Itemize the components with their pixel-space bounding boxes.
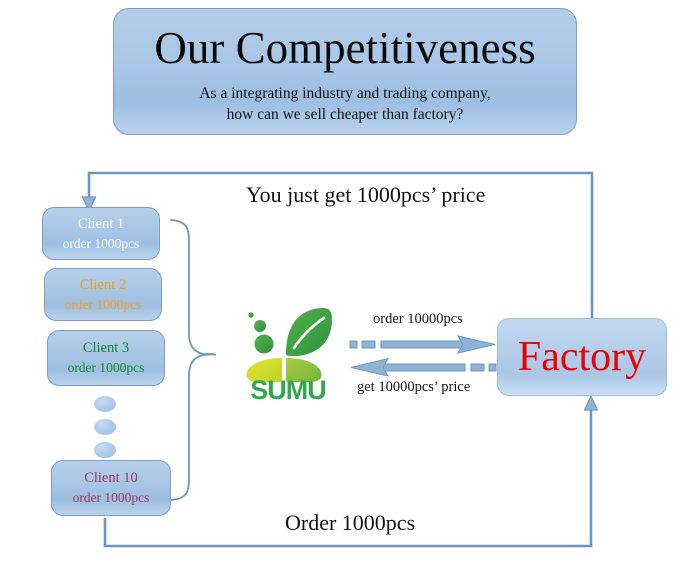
ellipsis-dot-1 (94, 396, 116, 412)
logo-bubble-medium (254, 320, 266, 332)
client-2-name: Client 2 (79, 276, 127, 293)
return-flow-label: You just get 1000pcs’ price (246, 182, 486, 207)
logo-leaf-lower-left (246, 358, 282, 382)
get-price-arrow (350, 357, 497, 377)
page-subtitle-line-1: As a integrating industry and trading co… (199, 85, 491, 102)
factory-label: Factory (517, 334, 647, 380)
client-box-3[interactable]: Client 3 order 1000pcs (47, 330, 165, 386)
get-price-arrowhead (350, 357, 390, 377)
header-banner: Our Competitiveness As a integrating ind… (113, 8, 577, 135)
logo-wordmark: SUMU (250, 375, 326, 400)
factory-box[interactable]: Factory (497, 318, 667, 396)
client-3-name: Client 3 (82, 340, 130, 356)
sumu-logo-svg: SUMU (246, 308, 332, 405)
page-title: Our Competitiveness (154, 23, 536, 73)
order-flow-label: Order 1000pcs (285, 510, 416, 535)
logo-leaf-lower-right (286, 358, 322, 382)
order-10000-arrowhead (456, 335, 496, 354)
page-subtitle-line-2: how can we sell cheaper than factory? (226, 106, 464, 123)
ellipsis-dot-2 (94, 419, 116, 435)
client-10-name: Client 10 (84, 470, 138, 486)
order-flow-arrowhead (583, 394, 599, 411)
get-price-label: get 10000pcs’ price (357, 379, 471, 395)
logo-leaf-highlight (292, 316, 326, 350)
ellipsis-dot-3 (94, 442, 116, 458)
page-subtitle: As a integrating industry and trading co… (114, 83, 576, 125)
clients-group-brace (170, 219, 216, 501)
order-10000-arrow (349, 335, 496, 354)
sumu-leaf-logo: SUMU (234, 300, 342, 405)
client-box-1[interactable]: Client 1 order 1000pcs (42, 207, 160, 260)
client-box-10[interactable]: Client 10 order 1000pcs (51, 460, 171, 516)
logo-leaf-upper-right (286, 308, 332, 356)
client-box-2[interactable]: Client 2 order 1000pcs (44, 268, 162, 321)
client-2-order: order 1000pcs (64, 296, 142, 312)
client-1-name: Client 1 (77, 215, 125, 232)
client-1-order: order 1000pcs (62, 235, 140, 251)
client-10-order: order 1000pcs (72, 490, 150, 505)
client-3-order: order 1000pcs (67, 360, 145, 375)
order-10000-label: order 10000pcs (373, 311, 463, 327)
logo-bubble-small (248, 312, 254, 318)
logo-bubble-large (254, 334, 274, 354)
